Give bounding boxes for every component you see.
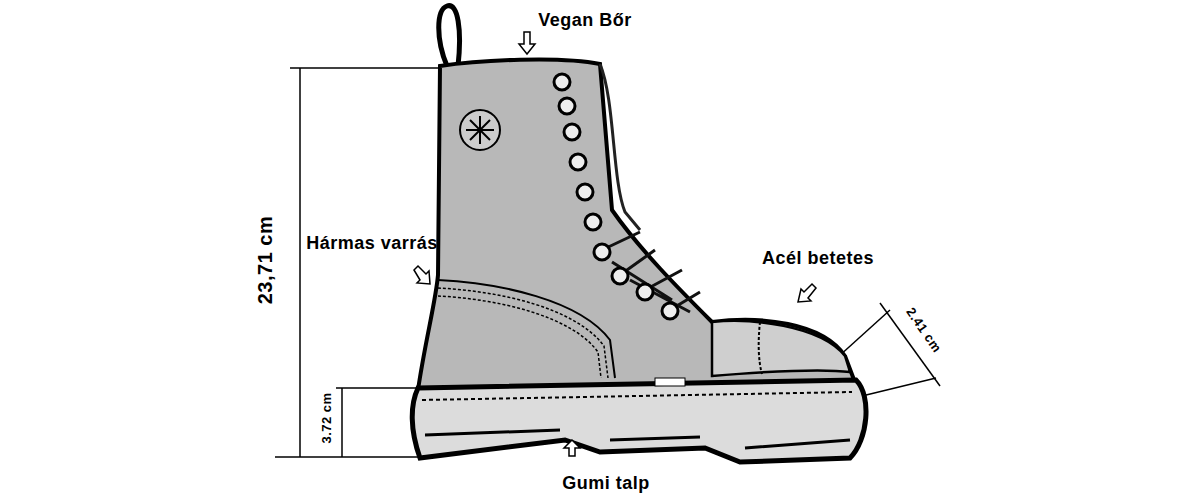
triple-stitch	[438, 288, 608, 378]
logo-mark	[466, 116, 494, 144]
triple-stitch	[438, 296, 601, 378]
toe-extension-line	[838, 310, 890, 357]
callout-arrow	[414, 266, 430, 284]
eyelets	[554, 74, 678, 319]
logo-badge	[460, 110, 500, 150]
callout-arrows	[414, 32, 816, 456]
sole-top-tick	[336, 387, 418, 389]
callout-arrow	[564, 440, 580, 456]
part-label: Acél betetes	[762, 249, 874, 267]
steel-toe-cap	[712, 321, 850, 376]
top-tick	[290, 67, 440, 69]
toe-stitch	[759, 322, 762, 374]
callout-arrow	[798, 284, 816, 302]
bottom-tick	[275, 456, 418, 458]
dimension-label: 2.41 cm	[904, 305, 944, 354]
sole-height-line	[341, 388, 343, 457]
height-line	[299, 68, 301, 457]
laces	[602, 232, 700, 312]
pull-tab	[439, 6, 460, 66]
rubber-sole	[412, 380, 866, 462]
triple-stitch	[438, 280, 615, 378]
callout-arrow	[519, 32, 535, 54]
tongue-edge	[600, 64, 640, 230]
welt-stitch	[422, 392, 852, 400]
part-label: Gumi talp	[562, 474, 650, 492]
boot-upper	[418, 60, 856, 390]
part-label: Vegan Bőr	[538, 11, 632, 29]
sole-tread	[425, 430, 850, 448]
toe-extension-line	[862, 378, 936, 396]
dimension-label: 3.72 cm	[320, 392, 333, 443]
part-label: Hármas varrás	[306, 234, 438, 252]
dimension-label: 23,71 cm	[255, 216, 275, 305]
brand-tag	[655, 378, 685, 386]
